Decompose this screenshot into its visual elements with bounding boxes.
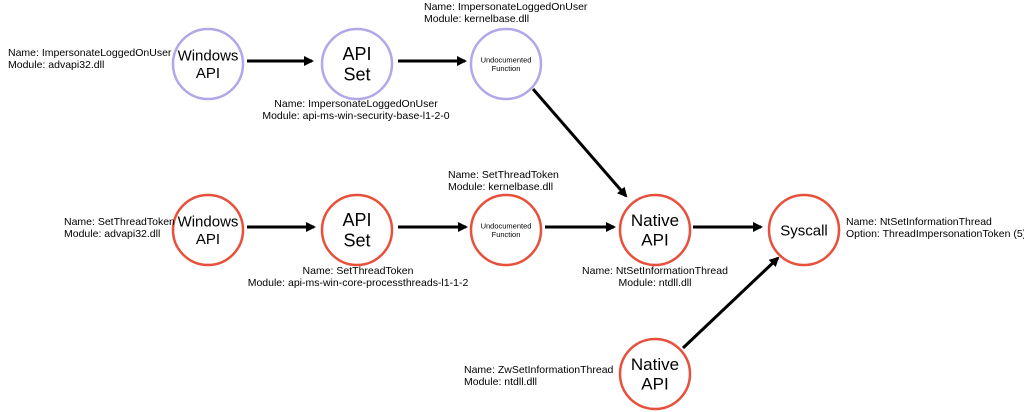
node-top-windows-api-label-line-2: API <box>196 65 220 82</box>
note-syscall-line-1: Name: NtSetInformationThread <box>846 216 992 228</box>
node-top-undocumented-function-label-line-2: Function <box>492 64 521 73</box>
node-native-api-label-line-2: API <box>641 231 668 250</box>
node-mid-api-set-label-line-1: API <box>342 210 371 230</box>
note-mid-api-set-line-1: Name: SetThreadToken <box>303 265 414 277</box>
note-native-api-line-2: Module: ntdll.dll <box>619 277 692 289</box>
arrow-top-undoc-to-native <box>531 88 628 198</box>
note-top-undocumented-function-line-2: Module: kernelbase.dll <box>424 13 529 25</box>
note-mid-undocumented-function-line-2: Module: kernelbase.dll <box>448 181 553 193</box>
node-top-undocumented-function-circle <box>469 27 543 101</box>
node-top-api-set-label-line-2: Set <box>343 65 370 85</box>
node-mid-api-set-label-line-2: Set <box>343 231 370 251</box>
node-top-undocumented-function-label-line-1: Undocumented <box>481 55 532 64</box>
node-syscall-circle <box>767 193 841 267</box>
node-top-api-set-label-line-1: API <box>342 44 371 64</box>
note-native-api-line-1: Name: NtSetInformationThread <box>582 265 728 277</box>
node-native-api-label-line-1: Native <box>631 211 679 230</box>
note-bottom-native-api-line-1: Name: ZwSetInformationThread <box>464 364 614 376</box>
node-mid-windows-api-circle <box>171 193 245 267</box>
node-mid-undocumented-function-label-line-2: Function <box>492 230 521 239</box>
note-mid-api-set-line-2: Module: api-ms-win-core-processthreads-l… <box>248 277 469 289</box>
node-bottom-native-api-label-line-1: Native <box>631 355 679 374</box>
note-top-api-set-line-2: Module: api-ms-win-security-base-l1-2-0 <box>262 110 449 122</box>
node-mid-windows-api-label-line-1: Windows <box>178 214 239 231</box>
node-top-windows-api-label-line-1: Windows <box>178 48 239 65</box>
node-top-api-set-circle <box>320 27 394 101</box>
node-native-api-circle <box>618 193 692 267</box>
note-top-undocumented-function-line-1: Name: ImpersonateLoggedOnUser <box>424 1 588 13</box>
node-bottom-native-api-circle <box>618 337 692 411</box>
node-mid-windows-api-label-line-2: API <box>196 231 220 248</box>
note-syscall-line-2: Option: ThreadImpersonationToken (5) <box>846 228 1024 240</box>
note-mid-undocumented-function-line-1: Name: SetThreadToken <box>448 169 559 181</box>
note-mid-windows-api-line-2: Module: advapi32.dll <box>64 228 160 240</box>
note-mid-windows-api-line-1: Name: SetThreadToken <box>64 216 175 228</box>
node-mid-undocumented-function-circle <box>469 193 543 267</box>
node-top-windows-api-circle <box>171 27 245 101</box>
node-syscall-label-line-1: Syscall <box>780 222 828 239</box>
note-top-windows-api-line-2: Module: advapi32.dll <box>8 59 104 71</box>
note-top-api-set-line-1: Name: ImpersonateLoggedOnUser <box>274 98 438 110</box>
note-top-windows-api-line-1: Name: ImpersonateLoggedOnUser <box>8 47 172 59</box>
note-bottom-native-api-line-2: Module: ntdll.dll <box>464 376 537 388</box>
arrow-bottom-native-to-syscall <box>681 256 780 350</box>
node-syscall-label: Syscall <box>780 222 828 239</box>
node-mid-api-set-circle <box>320 193 394 267</box>
node-syscall: Syscall <box>767 193 841 267</box>
node-bottom-native-api-label-line-2: API <box>641 375 668 394</box>
node-mid-undocumented-function-label-line-1: Undocumented <box>481 221 532 230</box>
